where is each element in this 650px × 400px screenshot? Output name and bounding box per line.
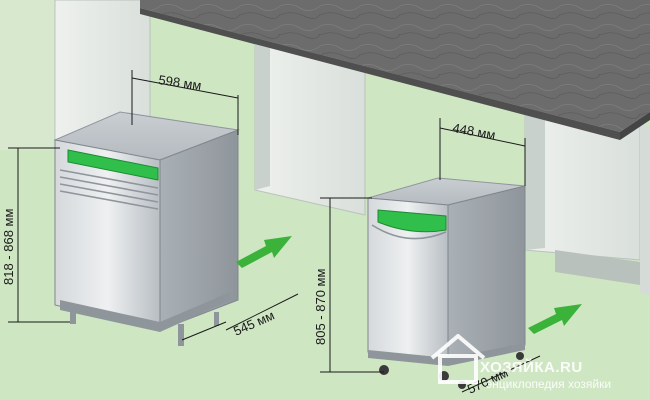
cabinet-right-side: [525, 100, 545, 250]
arrow-large: [236, 236, 292, 268]
label-large-width: 598 мм: [158, 72, 203, 93]
leg-front-left: [70, 308, 76, 324]
leg-back-right: [214, 312, 219, 326]
watermark-tagline: энциклопедия хозяйки: [486, 377, 611, 391]
label-small-width: 448 мм: [451, 120, 496, 142]
dishwasher-large-display: [67, 149, 159, 181]
dishwasher-small-plinth: [368, 343, 525, 366]
label-large-height: 818 - 868 мм: [1, 209, 16, 285]
countertop: [140, 0, 650, 132]
dishwasher-small-display: [377, 209, 447, 233]
watermark-site: ХОЗЯЙКА.RU: [480, 358, 583, 376]
dimension-lines: [8, 70, 541, 393]
arrow-small: [528, 304, 582, 334]
cabinet-middle-side: [255, 36, 270, 190]
dim-large-depth-line: [225, 293, 299, 331]
leg-front-right: [178, 324, 184, 346]
dim-large-width-line: [131, 77, 239, 99]
dishwasher-large-plinth: [60, 292, 230, 332]
arrow-small-shape: [528, 304, 582, 334]
wheel-back-left: [516, 352, 524, 360]
countertop-corner: [620, 112, 650, 140]
label-large-depth: 545 мм: [231, 307, 277, 338]
wheel-front-left: [379, 365, 389, 375]
watermark: ХОЗЯЙКА.RU энциклопедия хозяйки: [430, 334, 611, 391]
dishwasher-large: [53, 111, 240, 346]
dishwasher-small-handle: [371, 224, 447, 240]
dishwasher-small: [367, 177, 526, 389]
dim-small-width-line: [439, 127, 526, 147]
countertop-edge: [140, 8, 620, 140]
dim-large-depth-ext-a: [181, 321, 227, 341]
cabinet-far-right: [640, 125, 650, 295]
dim-small-depth-line: [461, 355, 541, 393]
cabinet-right-plinth: [555, 250, 640, 285]
label-small-height: 805 - 870 мм: [313, 269, 328, 345]
dishwasher-small-side: [447, 185, 526, 361]
house-logo-icon: [430, 334, 486, 384]
kitchen-cabinets: [0, 0, 650, 295]
dishwasher-large-vents: [59, 169, 159, 210]
arrow-large-shape: [236, 236, 292, 268]
